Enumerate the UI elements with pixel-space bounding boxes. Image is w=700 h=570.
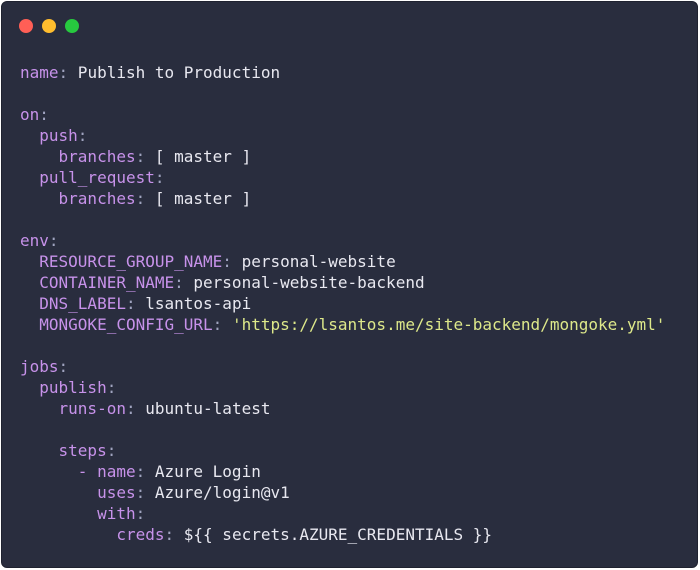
code-token: on: [20, 105, 40, 124]
code-line: uses: Azure/login@v1: [20, 482, 665, 503]
code-token: :: [106, 378, 117, 397]
code-line: CONTAINER_NAME: personal-website-backend: [20, 272, 665, 293]
code-token: [20, 462, 78, 481]
code-token: :: [164, 525, 175, 544]
code-token: [20, 294, 39, 313]
code-token: :: [135, 504, 146, 523]
code-line: RESOURCE_GROUP_NAME: personal-website: [20, 251, 665, 272]
code-token: runs-on: [58, 399, 126, 418]
code-token: [20, 378, 39, 397]
code-line: push:: [20, 125, 665, 146]
code-token: pull_request: [39, 168, 155, 187]
code-token: publish: [39, 378, 107, 397]
code-token: [20, 126, 39, 145]
code-line: jobs:: [20, 356, 665, 377]
code-token: :: [135, 483, 146, 502]
code-line: publish:: [20, 377, 665, 398]
code-token: :: [58, 63, 69, 82]
code-token: personal-website-backend: [183, 273, 425, 292]
code-token: uses: [97, 483, 136, 502]
code-line: DNS_LABEL: lsantos-api: [20, 293, 665, 314]
code-token: Publish to Production: [68, 63, 281, 82]
code-token: steps: [58, 441, 107, 460]
code-line: on:: [20, 104, 665, 125]
code-line: branches: [ master ]: [20, 146, 665, 167]
code-token: Azure/login@v1: [145, 483, 290, 502]
code-token: :: [212, 315, 223, 334]
code-token: :: [77, 126, 88, 145]
code-token: - name: [77, 462, 136, 481]
code-token: :: [222, 252, 232, 271]
code-token: :: [135, 189, 146, 208]
code-token: jobs: [20, 357, 59, 376]
code-token: [20, 273, 39, 292]
code-token: :: [135, 462, 146, 481]
code-token: [20, 147, 59, 166]
code-line: [20, 419, 665, 440]
code-token: with: [97, 504, 136, 523]
code-token: [20, 252, 39, 271]
code-token: creds: [116, 525, 165, 544]
code-line: MONGOKE_CONFIG_URL: 'https://lsantos.me/…: [20, 314, 665, 335]
code-line: env:: [20, 230, 665, 251]
window-titlebar: [2, 2, 697, 50]
code-token: lsantos-api: [135, 294, 252, 313]
code-token: [20, 189, 59, 208]
code-line: [20, 209, 665, 230]
code-line: [20, 335, 665, 356]
code-token: :: [48, 231, 59, 250]
code-token: [20, 168, 39, 187]
code-token: RESOURCE_GROUP_NAME: [39, 252, 223, 271]
code-line: name: Publish to Production: [20, 62, 665, 83]
code-token: env: [20, 231, 49, 250]
code-token: :: [154, 168, 165, 187]
code-line: branches: [ master ]: [20, 188, 665, 209]
code-token: [ master ]: [145, 147, 252, 166]
code-token: name: [20, 63, 59, 82]
code-token: push: [39, 126, 78, 145]
code-token: [ master ]: [145, 189, 252, 208]
code-token: ubuntu-latest: [135, 399, 271, 418]
code-token: [20, 441, 59, 460]
code-line: pull_request:: [20, 167, 665, 188]
code-token: :: [135, 147, 146, 166]
code-line: steps:: [20, 440, 665, 461]
code-token: CONTAINER_NAME: [39, 273, 175, 292]
code-token: [20, 525, 116, 544]
code-line: creds: ${{ secrets.AZURE_CREDENTIALS }}: [20, 524, 665, 545]
code-token: Azure Login: [145, 462, 261, 481]
code-token: [222, 315, 232, 334]
code-token: 'https://lsantos.me/site-backend/mongoke…: [231, 315, 666, 334]
code-token: :: [39, 105, 49, 124]
code-token: branches: [58, 147, 136, 166]
maximize-button-icon[interactable]: [65, 19, 79, 33]
code-line: - name: Azure Login: [20, 461, 665, 482]
minimize-button-icon[interactable]: [42, 19, 56, 33]
code-token: :: [174, 273, 184, 292]
code-token: [20, 483, 97, 502]
code-block: name: Publish to Production on: push: bra…: [20, 62, 665, 545]
code-token: [20, 315, 39, 334]
code-token: [20, 399, 59, 418]
code-token: :: [106, 441, 117, 460]
code-token: personal-website: [231, 252, 396, 271]
code-token: branches: [58, 189, 136, 208]
code-line: runs-on: ubuntu-latest: [20, 398, 665, 419]
code-token: [20, 504, 97, 523]
code-token: ${{ secrets.AZURE_CREDENTIALS }}: [174, 525, 493, 544]
code-token: :: [58, 357, 69, 376]
code-token: :: [125, 399, 136, 418]
code-line: [20, 83, 665, 104]
code-token: :: [125, 294, 136, 313]
close-button-icon[interactable]: [19, 19, 33, 33]
code-token: MONGOKE_CONFIG_URL: [39, 315, 213, 334]
code-token: DNS_LABEL: [39, 294, 126, 313]
code-line: with:: [20, 503, 665, 524]
